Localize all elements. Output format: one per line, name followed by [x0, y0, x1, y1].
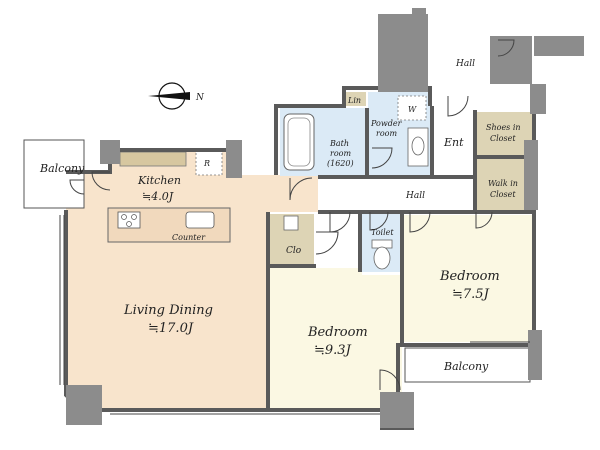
cooktop: [117, 211, 141, 229]
column-top-right-2: [534, 36, 584, 56]
closet-shelf: [283, 215, 299, 231]
compass: N: [148, 82, 205, 110]
door-balcony-left: [69, 179, 85, 195]
label-kitchen: Kitchen: [137, 174, 181, 187]
burner-3: [126, 221, 132, 227]
bathtub-inner: [287, 117, 311, 167]
door-bedroom-center-2: [379, 369, 401, 391]
label-living-size: ≒17.0J: [148, 321, 194, 336]
powder-sink: [411, 136, 425, 156]
bathtub: [283, 113, 315, 171]
label-bath-1: Bath: [329, 139, 349, 148]
label-hall-top: Hall: [455, 59, 475, 69]
powder-sink-counter: [407, 127, 429, 167]
label-walkin-2: Closet: [490, 190, 516, 199]
label-linen: Lin: [347, 96, 361, 105]
bedroom-center-floor: [268, 268, 402, 410]
label-bath-2: room: [330, 149, 351, 158]
column-shaft-top: [412, 8, 426, 38]
label-bedroom-right-size: ≒7.5J: [452, 287, 490, 302]
linen-floor: [346, 92, 366, 106]
door-closet: [315, 231, 339, 255]
column-bottom-center: [380, 392, 414, 428]
compass-north-label: N: [195, 93, 205, 103]
column-bottom-left: [66, 385, 102, 425]
burner-2: [131, 214, 137, 220]
label-balcony-right: Balcony: [443, 360, 489, 373]
label-bedroom-right: Bedroom: [439, 269, 500, 284]
label-shoes-1: Shoes in: [486, 123, 521, 132]
label-bedroom-center-size: ≒9.3J: [314, 343, 352, 358]
column-top-right: [490, 36, 532, 84]
burner-1: [121, 214, 127, 220]
door-bedroom-center: [329, 211, 351, 233]
walkin-closet-floor: [476, 158, 532, 210]
label-balcony-left: Balcony: [39, 162, 85, 175]
label-living: Living Dining: [123, 303, 213, 318]
label-toilet: Toilet: [371, 228, 394, 237]
washer-box: [397, 95, 427, 121]
column-right-low: [528, 330, 542, 380]
door-kitchen: [91, 171, 111, 191]
label-fridge: R: [203, 159, 210, 168]
label-powder-2: room: [376, 129, 397, 138]
door-shaft: [497, 39, 515, 57]
door-toilet: [369, 211, 389, 231]
toilet-bowl: [373, 246, 391, 270]
shoes-closet-floor: [476, 112, 532, 156]
label-bedroom-center: Bedroom: [307, 325, 368, 340]
hall-floor: [318, 178, 474, 212]
label-shoes-2: Closet: [490, 134, 516, 143]
label-entrance: Ent: [443, 136, 464, 149]
label-closet: Clo: [286, 246, 302, 256]
door-entrance: [447, 95, 469, 117]
kitchen-top-counter: [119, 151, 187, 167]
door-living-hall: [289, 177, 313, 201]
door-powder: [371, 147, 393, 169]
compass-needle-icon: [148, 92, 190, 100]
column-right-corner: [524, 140, 538, 210]
label-counter: Counter: [172, 233, 206, 242]
label-bath-3: (1620): [327, 159, 354, 168]
label-powder-1: Powder: [370, 119, 403, 128]
column-kitchen: [226, 140, 242, 178]
label-hall-mid: Hall: [405, 191, 425, 201]
door-walkin: [475, 211, 493, 229]
label-washer: W: [408, 105, 417, 114]
label-kitchen-size: ≒4.0J: [142, 190, 174, 203]
door-bedroom-right: [409, 211, 431, 233]
column-top-left: [100, 140, 120, 164]
kitchen-sink: [185, 211, 215, 229]
label-walkin-1: Walk in: [488, 179, 518, 188]
top-wall-mid: [274, 86, 432, 175]
column-right-mid: [530, 84, 546, 114]
bedroom-right-floor: [402, 215, 532, 342]
